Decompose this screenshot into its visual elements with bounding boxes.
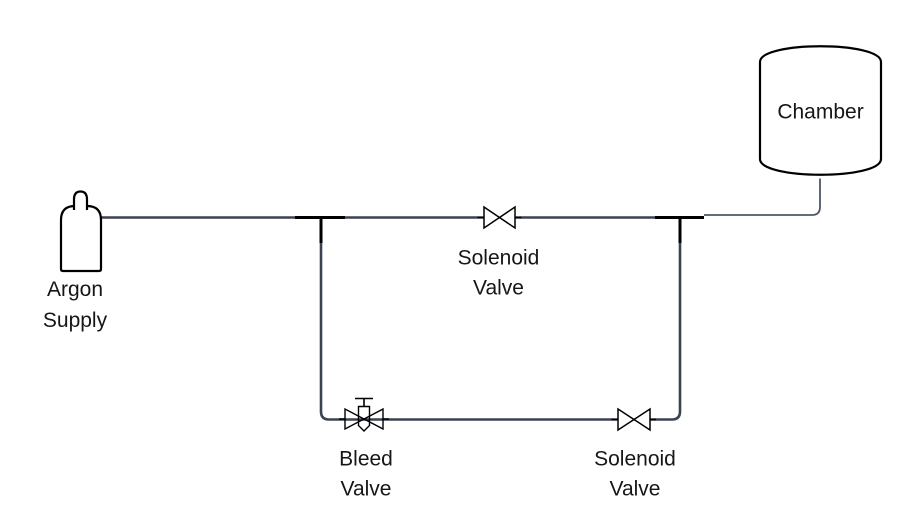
valve-bowtie-right-icon[interactable] [362, 407, 384, 431]
valve-bowtie-left-icon[interactable] [617, 407, 636, 432]
valve-body-box-icon [357, 405, 371, 432]
chamber-node[interactable]: Chamber [758, 45, 883, 176]
valve-bowtie-right-icon[interactable] [632, 407, 651, 432]
main-solenoid-valve-node[interactable]: Solenoid Valve [458, 205, 540, 300]
argon-supply-node[interactable]: Argon Supply [43, 190, 108, 333]
gas-cylinder-neck [72, 190, 89, 210]
tee-fittings [295, 216, 704, 243]
main-solenoid-valve-label-line1: Solenoid [458, 247, 540, 270]
pipe-chamber-connector [704, 178, 821, 216]
tee-fitting-left-icon [295, 216, 345, 243]
argon-supply-label-line2: Supply [43, 309, 108, 332]
bypass-solenoid-valve-label-line2: Valve [610, 478, 661, 501]
valve-handle-icon[interactable] [355, 397, 373, 407]
bleed-valve-node[interactable]: Bleed Valve [339, 397, 393, 501]
valve-bowtie-right-icon[interactable] [498, 205, 516, 230]
chamber-label: Chamber [777, 101, 863, 124]
bypass-solenoid-valve-label-line1: Solenoid [594, 448, 676, 471]
pipe-network [100, 178, 821, 421]
pipe-bypass-right [650, 242, 682, 421]
pipe-bypass-left [319, 242, 618, 421]
gas-cylinder-body[interactable] [59, 204, 103, 273]
valve-bowtie-left-icon[interactable] [483, 205, 501, 230]
chamber-vessel-body[interactable] [758, 45, 883, 176]
bleed-valve-label-line1: Bleed [339, 448, 393, 471]
valve-bowtie-left-icon[interactable] [344, 407, 366, 431]
bypass-solenoid-valve-node[interactable]: Solenoid Valve [594, 407, 676, 501]
argon-supply-label-line1: Argon [47, 278, 103, 301]
main-solenoid-valve-label-line2: Valve [473, 277, 524, 300]
tee-fitting-right-icon [655, 216, 704, 243]
bleed-valve-label-line2: Valve [341, 478, 392, 501]
